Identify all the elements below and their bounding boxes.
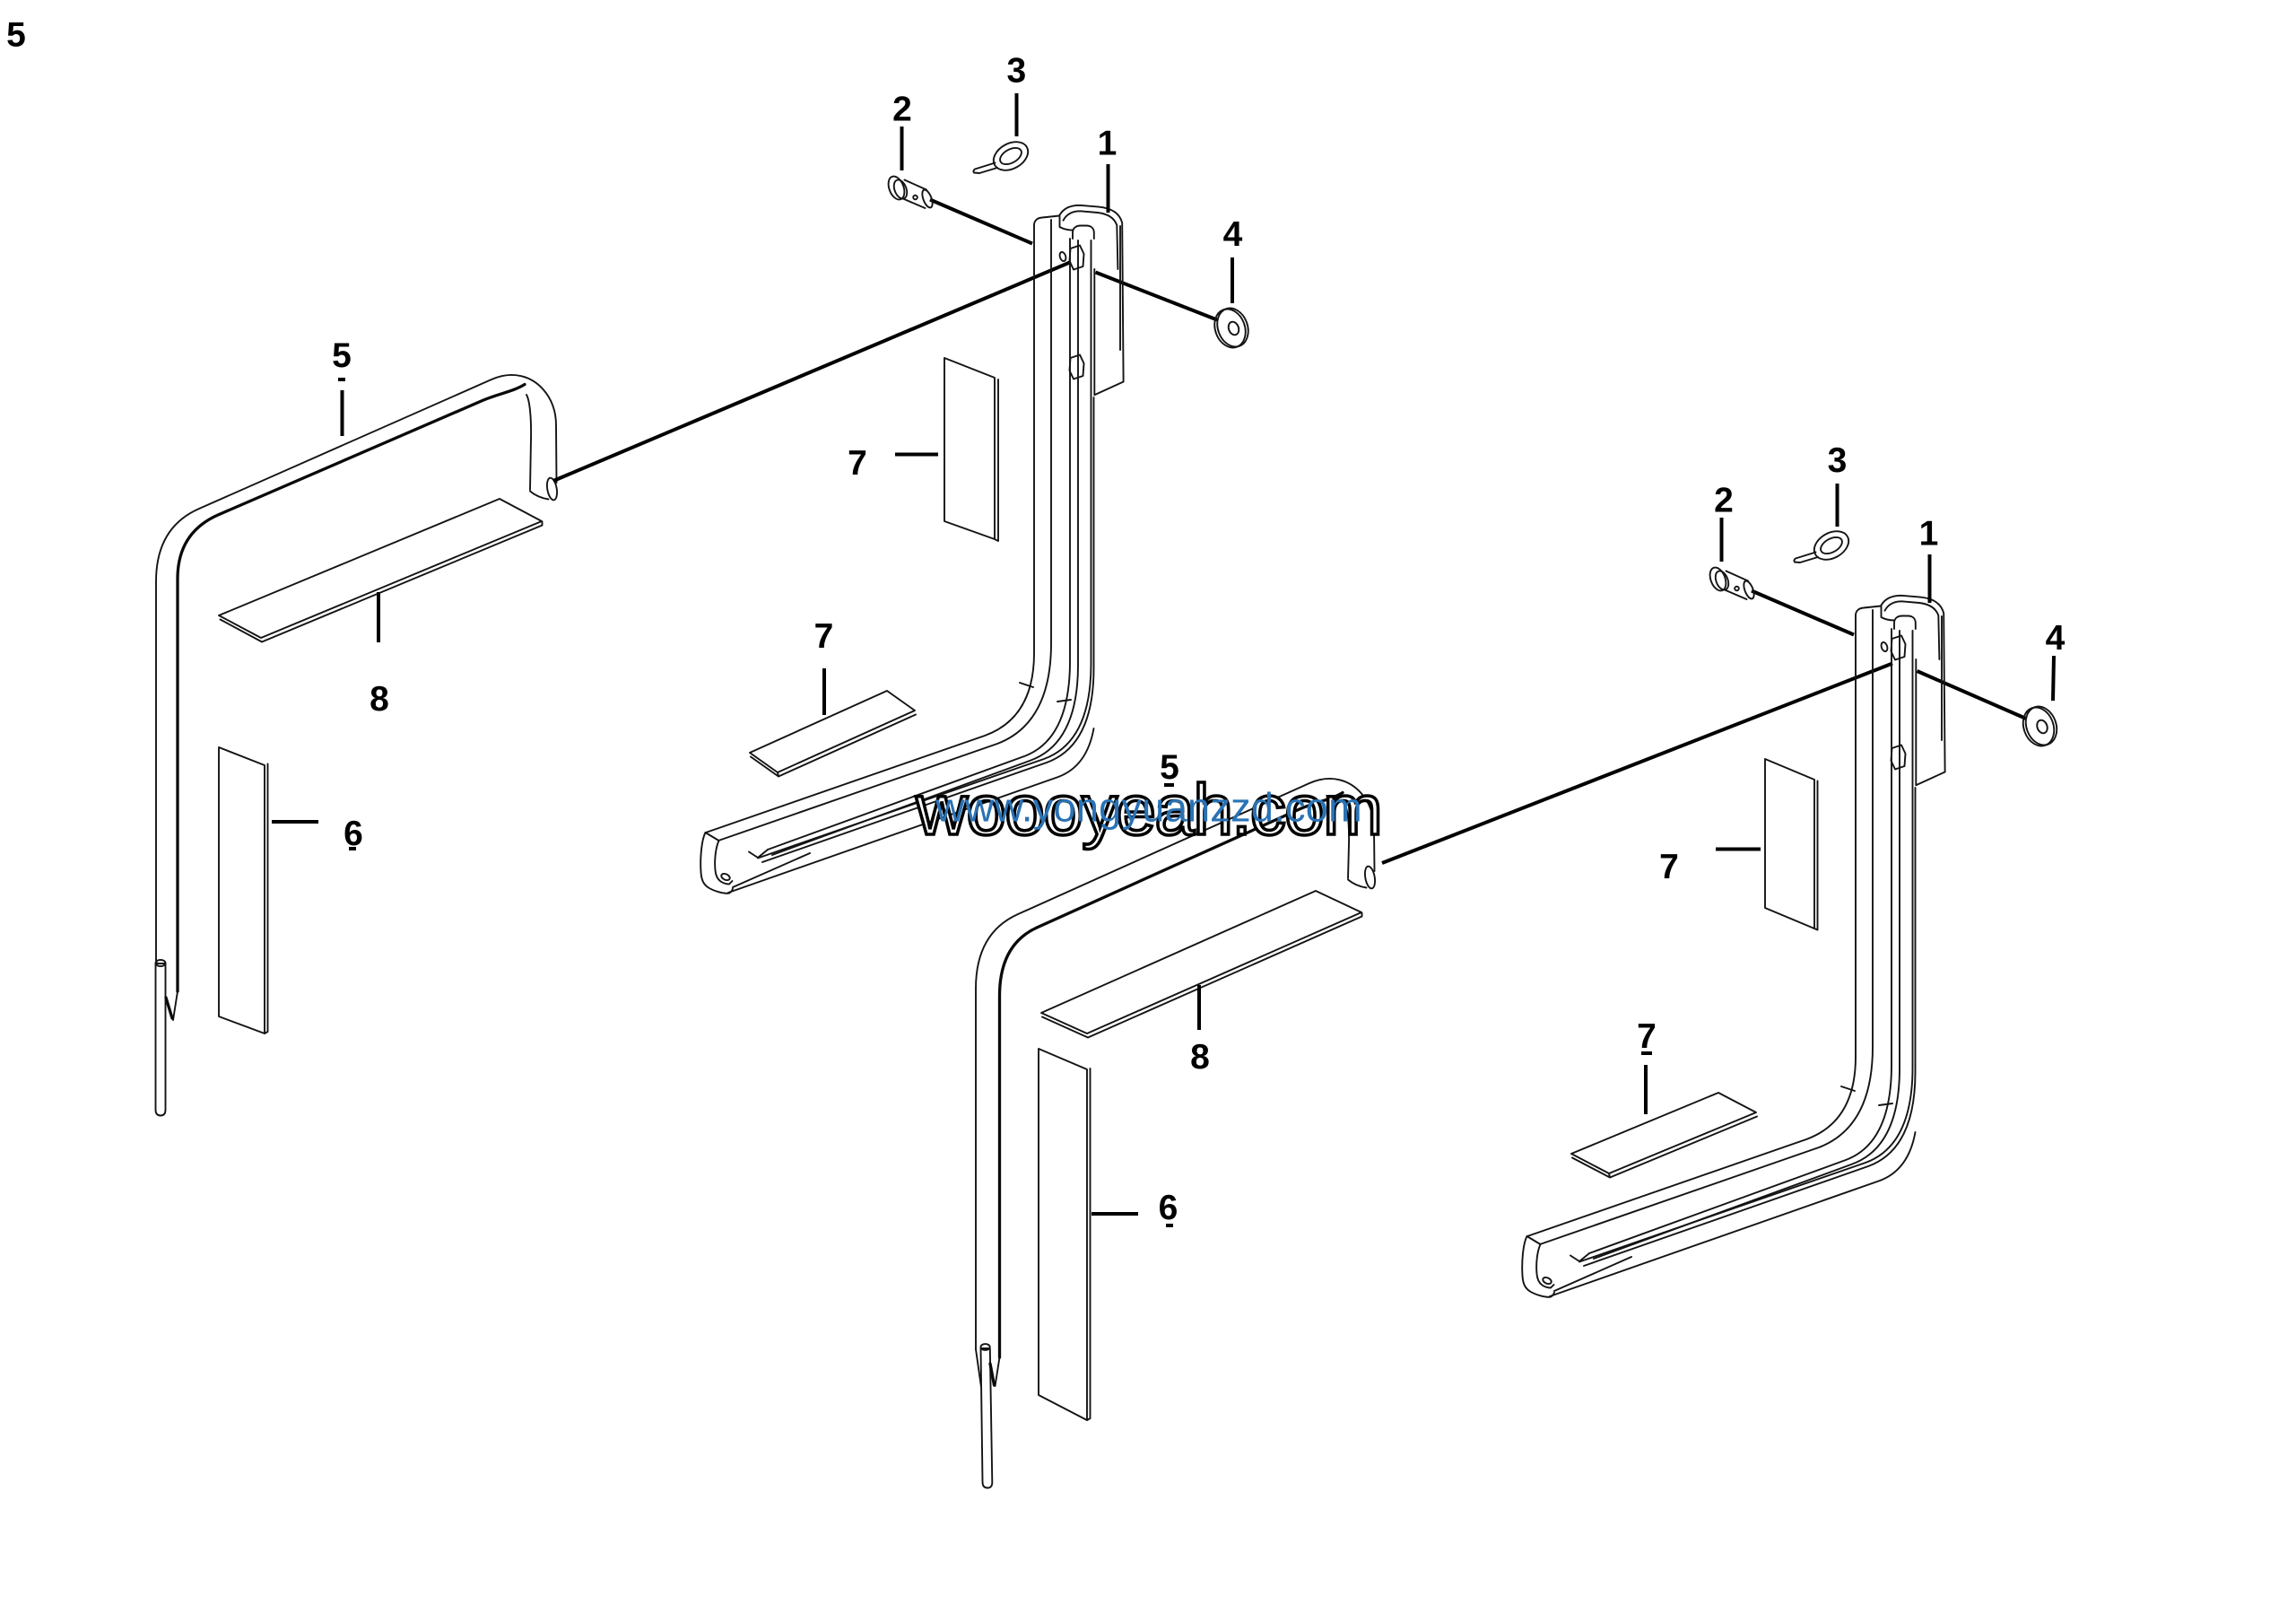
svg-text:5: 5 <box>6 16 26 55</box>
svg-text:5: 5 <box>1160 748 1179 787</box>
svg-text:woooyeah.com: woooyeah.com <box>915 770 1381 850</box>
svg-text:1: 1 <box>1098 125 1118 163</box>
svg-text:6: 6 <box>344 815 363 853</box>
svg-text:2: 2 <box>1714 482 1734 520</box>
svg-text:5: 5 <box>332 336 352 375</box>
svg-text:7: 7 <box>814 617 834 656</box>
svg-text:4: 4 <box>2046 619 2066 658</box>
svg-text:1: 1 <box>1919 515 1939 554</box>
svg-text:3: 3 <box>1006 52 1026 91</box>
svg-text:3: 3 <box>1828 441 1848 480</box>
svg-text:4: 4 <box>1223 215 1243 254</box>
svg-text:7: 7 <box>1637 1017 1657 1056</box>
svg-text:www.yongyuanzzd.com: www.yongyuanzzd.com <box>935 785 1362 831</box>
svg-text:6: 6 <box>1159 1189 1178 1227</box>
svg-text:7: 7 <box>1659 848 1679 886</box>
svg-text:8: 8 <box>370 680 389 719</box>
svg-text:7: 7 <box>848 444 867 483</box>
svg-text:8: 8 <box>1190 1038 1210 1077</box>
svg-text:2: 2 <box>892 91 912 129</box>
